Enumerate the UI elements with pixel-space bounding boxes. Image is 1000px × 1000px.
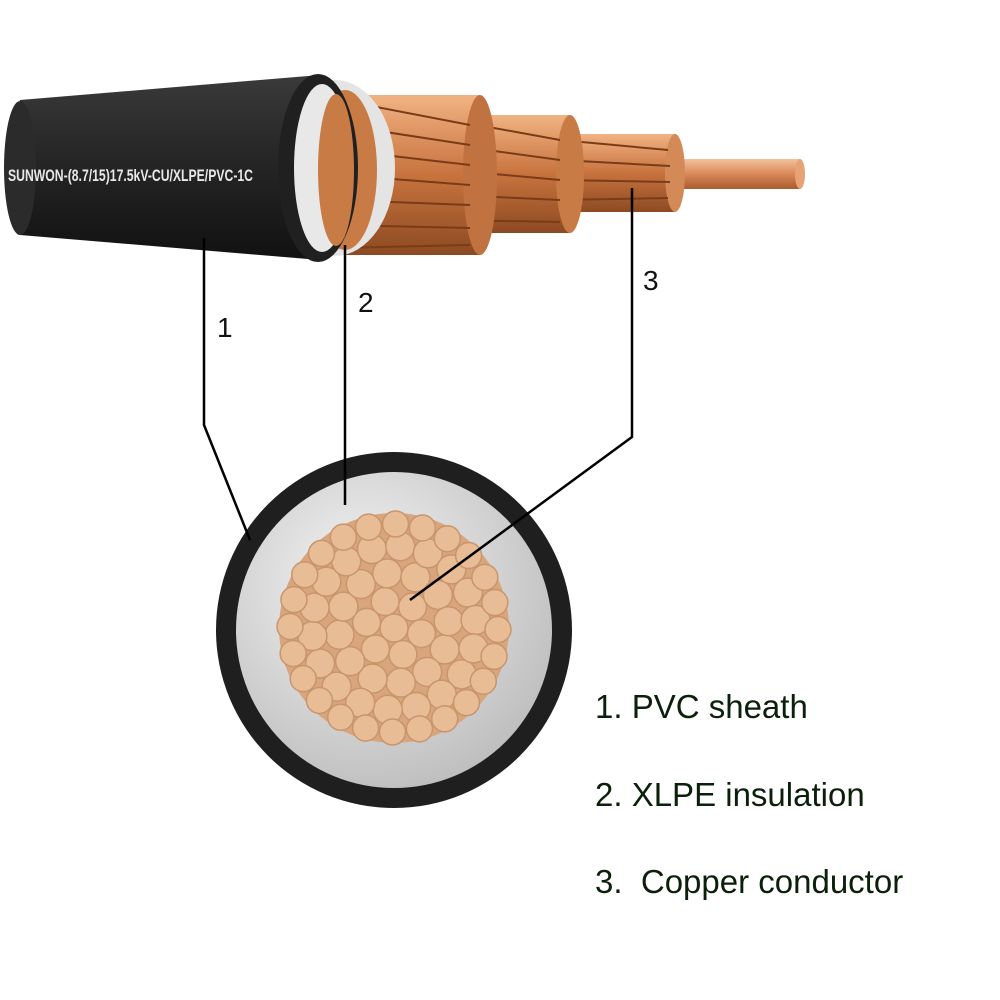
conductor-strand xyxy=(324,619,355,651)
conductor-strand xyxy=(351,714,380,742)
conductor-strand xyxy=(452,688,481,717)
conductor-strand xyxy=(397,592,428,622)
conductor-strand xyxy=(276,612,304,641)
cable-side-view: SUNWON-(8.7/15)17.5kV-CU/XLPE/PVC-1C xyxy=(4,74,805,262)
conductor-strand xyxy=(357,663,388,694)
conductor-strand xyxy=(411,656,443,688)
callout-number-3: 3 xyxy=(643,265,659,296)
callout-number-2: 2 xyxy=(358,287,374,318)
conductor-strand xyxy=(480,642,508,671)
conductor-strand xyxy=(345,568,377,600)
conductor-strand xyxy=(334,645,366,677)
conductor-strand xyxy=(408,514,437,542)
conductor-strand xyxy=(426,679,458,710)
conductor-strand xyxy=(290,560,319,589)
conductor-strand xyxy=(469,667,498,696)
conductor-strand xyxy=(433,605,464,637)
leader-line-1 xyxy=(202,238,252,541)
conductor-strand xyxy=(484,615,512,644)
sheath-layer xyxy=(4,74,358,262)
leader-lines xyxy=(202,188,634,602)
legend-item-xlpe-insulation: 2. XLPE insulation xyxy=(595,776,865,813)
conductor-strand xyxy=(329,523,358,551)
conductor-strand xyxy=(279,639,307,668)
conductor-strand xyxy=(326,703,355,732)
conductor-strand xyxy=(305,686,334,715)
conductor-strand xyxy=(433,524,462,553)
conductor-strand xyxy=(388,639,418,670)
cable-cross-section xyxy=(216,452,572,808)
legend-item-copper-conductor: 3. Copper conductor xyxy=(595,863,904,900)
conductor-strand xyxy=(406,618,437,649)
conductor-strand xyxy=(307,539,336,568)
cable-marking-text: SUNWON-(8.7/15)17.5kV-CU/XLPE/PVC-1C xyxy=(8,166,253,185)
conductor-strand xyxy=(378,718,407,746)
leader-line-3 xyxy=(409,188,634,602)
conductor-strand xyxy=(405,715,434,743)
conductor-strand xyxy=(370,586,400,617)
conductor-strand xyxy=(289,664,317,693)
conductor-strand xyxy=(351,607,382,638)
conductor-strand xyxy=(400,562,431,593)
conductor-strand xyxy=(481,588,509,617)
callout-number-1: 1 xyxy=(217,312,233,343)
conductor-strand xyxy=(280,585,308,614)
legend-item-pvc-sheath: 1. PVC sheath xyxy=(595,688,808,725)
conductor-strand xyxy=(422,579,454,611)
conductor-strand xyxy=(430,705,459,733)
conductor-strand xyxy=(354,513,383,541)
conductor-strand xyxy=(471,563,499,592)
conductor-strands xyxy=(276,510,512,746)
conductor-strand xyxy=(330,546,362,577)
conductor-strand xyxy=(360,634,391,664)
conductor-strand xyxy=(381,510,410,538)
